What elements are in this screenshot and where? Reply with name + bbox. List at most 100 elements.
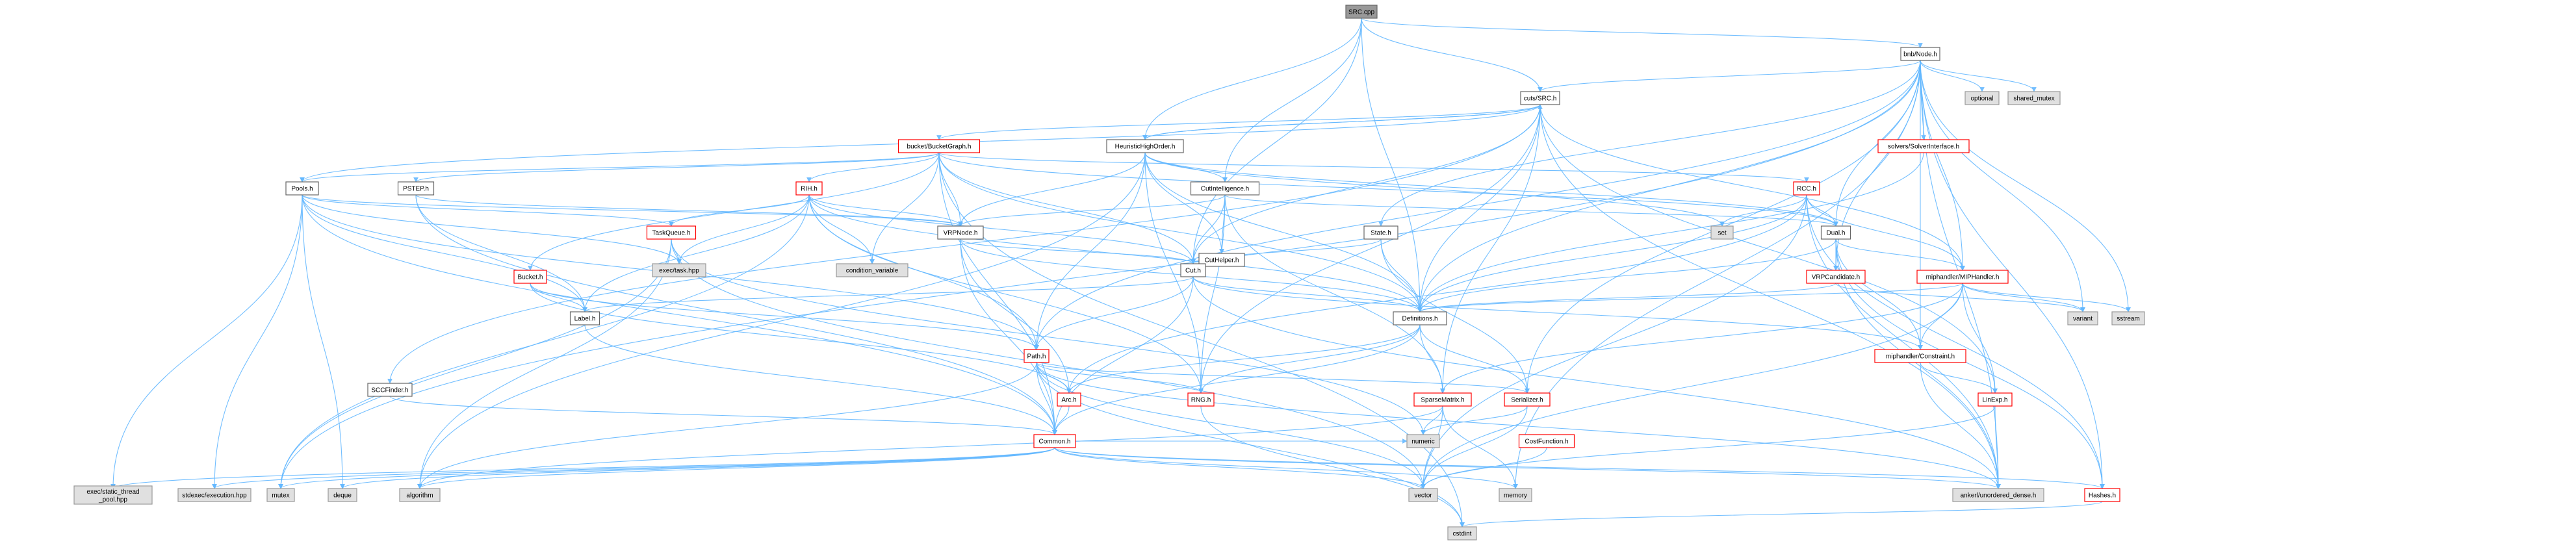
include-edge bbox=[417, 152, 1146, 489]
include-edge bbox=[1806, 194, 1965, 271]
include-edge bbox=[1421, 405, 1528, 489]
include-edge bbox=[1378, 60, 1921, 227]
node-shared-mutex[interactable]: shared_mutex bbox=[2007, 91, 2061, 105]
node-label: cstdint bbox=[1453, 531, 1472, 538]
include-edge bbox=[938, 152, 1809, 183]
include-edge bbox=[212, 194, 303, 489]
node-taskqueue[interactable]: TaskQueue.h bbox=[646, 225, 697, 240]
node-label: stdexec/execution.hpp bbox=[182, 492, 247, 500]
node-bucket[interactable]: Bucket.h bbox=[513, 270, 547, 284]
include-edge bbox=[1144, 152, 1204, 394]
node-definitions[interactable]: Definitions.h bbox=[1393, 311, 1447, 325]
node-cuthelper[interactable]: CutHelper.h bbox=[1198, 253, 1245, 267]
node-cuts-src[interactable]: cuts/SRC.h bbox=[1520, 91, 1560, 105]
include-edge bbox=[1419, 324, 1445, 394]
node-heuristic[interactable]: HeuristicHighOrder.h bbox=[1106, 139, 1184, 153]
node-optional[interactable]: optional bbox=[1964, 91, 2000, 105]
node-label: CutIntelligence.h bbox=[1201, 186, 1250, 193]
include-edge bbox=[1421, 405, 1528, 435]
include-edge bbox=[1421, 405, 1996, 489]
node-label: Serializer.h bbox=[1511, 397, 1543, 404]
node-linexp[interactable]: LinExp.h bbox=[1977, 392, 2013, 407]
node-set[interactable]: set bbox=[1710, 225, 1734, 240]
node-stdexec[interactable]: stdexec/execution.hpp bbox=[177, 488, 251, 502]
node-algorithm[interactable]: algorithm bbox=[399, 488, 441, 502]
node-label[interactable]: Label.h bbox=[569, 311, 600, 325]
include-edge bbox=[1191, 18, 1362, 264]
node-path[interactable]: Path.h bbox=[1024, 349, 1050, 363]
node-sstream[interactable]: sstream bbox=[2111, 311, 2145, 325]
node-cond-var[interactable]: condition_variable bbox=[836, 263, 908, 277]
include-edge bbox=[1920, 362, 2001, 489]
node-cut[interactable]: Cut.h bbox=[1180, 263, 1206, 277]
node-arc[interactable]: Arc.h bbox=[1057, 392, 1081, 407]
node-label: CutHelper.h bbox=[1205, 257, 1239, 264]
include-edge bbox=[1994, 405, 2001, 489]
include-edge bbox=[1806, 194, 2105, 489]
include-edge bbox=[212, 447, 1055, 489]
node-exec-static[interactable]: exec/static_thread_pool.hpp bbox=[73, 485, 153, 505]
node-label: TaskQueue.h bbox=[652, 230, 691, 237]
include-edge bbox=[1920, 60, 1965, 271]
include-edge bbox=[302, 194, 345, 489]
node-hashes[interactable]: Hashes.h bbox=[2084, 488, 2120, 502]
node-label: RNG.h bbox=[1191, 397, 1211, 404]
node-rng[interactable]: RNG.h bbox=[1187, 392, 1215, 407]
node-bucket-graph[interactable]: bucket/BucketGraph.h bbox=[897, 139, 981, 153]
include-edge bbox=[1052, 405, 1070, 435]
node-label: LinExp.h bbox=[1983, 397, 2008, 404]
node-pools[interactable]: Pools.h bbox=[285, 181, 319, 196]
include-edge bbox=[1144, 104, 1543, 140]
node-state[interactable]: State.h bbox=[1363, 225, 1398, 240]
node-vrpcand[interactable]: VRPCandidate.h bbox=[1806, 270, 1866, 284]
node-deque[interactable]: deque bbox=[328, 488, 357, 502]
include-edge bbox=[1835, 238, 1965, 271]
include-edge bbox=[1144, 152, 1838, 227]
node-exec-task[interactable]: exec/task.hpp bbox=[652, 263, 706, 277]
node-label: deque bbox=[333, 492, 352, 500]
edges-layer bbox=[110, 18, 2131, 528]
node-label: PSTEP.h bbox=[403, 186, 429, 193]
node-vrpnode[interactable]: VRPNode.h bbox=[937, 225, 984, 240]
node-variant[interactable]: variant bbox=[2067, 311, 2098, 325]
node-label: sstream bbox=[2117, 316, 2140, 323]
include-edge bbox=[110, 447, 1055, 489]
node-label: ankerl/unordered_dense.h bbox=[1961, 492, 2037, 500]
node-cutintel[interactable]: CutIntelligence.h bbox=[1190, 181, 1260, 196]
include-edge bbox=[1036, 362, 1204, 394]
node-serializer[interactable]: Serializer.h bbox=[1504, 392, 1551, 407]
include-edge bbox=[1224, 194, 1445, 394]
include-edge bbox=[1054, 447, 2105, 489]
node-common[interactable]: Common.h bbox=[1033, 434, 1076, 448]
node-memory[interactable]: memory bbox=[1499, 488, 1532, 502]
node-cstdint[interactable]: cstdint bbox=[1447, 526, 1477, 541]
node-vector[interactable]: vector bbox=[1408, 488, 1438, 502]
include-edge bbox=[1198, 194, 1226, 394]
node-costfn[interactable]: CostFunction.h bbox=[1518, 434, 1575, 448]
node-label: bnb/Node.h bbox=[1903, 51, 1937, 58]
include-edge bbox=[806, 152, 940, 183]
include-edge bbox=[1962, 283, 2085, 312]
include-edge bbox=[808, 194, 1204, 394]
node-rcc[interactable]: RCC.h bbox=[1793, 181, 1820, 196]
include-edge bbox=[1920, 60, 2131, 312]
include-edge bbox=[1036, 362, 1530, 394]
node-src-cpp[interactable]: SRC.cpp bbox=[1345, 5, 1378, 19]
node-pstep[interactable]: PSTEP.h bbox=[397, 181, 435, 196]
node-sparse[interactable]: SparseMatrix.h bbox=[1413, 392, 1472, 407]
include-edge bbox=[1066, 324, 1421, 394]
node-dual[interactable]: Dual.h bbox=[1820, 225, 1851, 240]
include-edge bbox=[1054, 447, 1518, 489]
node-mip-constraint[interactable]: miphandler/Constraint.h bbox=[1874, 349, 1966, 363]
node-mip-handler[interactable]: miphandler/MIPHandler.h bbox=[1916, 270, 2009, 284]
node-solver-iface[interactable]: solvers/SolverInterface.h bbox=[1877, 139, 1970, 153]
node-mutex[interactable]: mutex bbox=[266, 488, 295, 502]
include-edge bbox=[938, 152, 1196, 264]
include-edge bbox=[958, 152, 1146, 227]
node-label: miphandler/Constraint.h bbox=[1886, 353, 1955, 361]
node-sccfinder[interactable]: SCCFinder.h bbox=[367, 383, 413, 397]
node-rih[interactable]: RIH.h bbox=[795, 181, 823, 196]
node-numeric[interactable]: numeric bbox=[1406, 434, 1440, 448]
node-bnb-node[interactable]: bnb/Node.h bbox=[1900, 47, 1940, 61]
node-ankerl[interactable]: ankerl/unordered_dense.h bbox=[1952, 488, 2044, 502]
